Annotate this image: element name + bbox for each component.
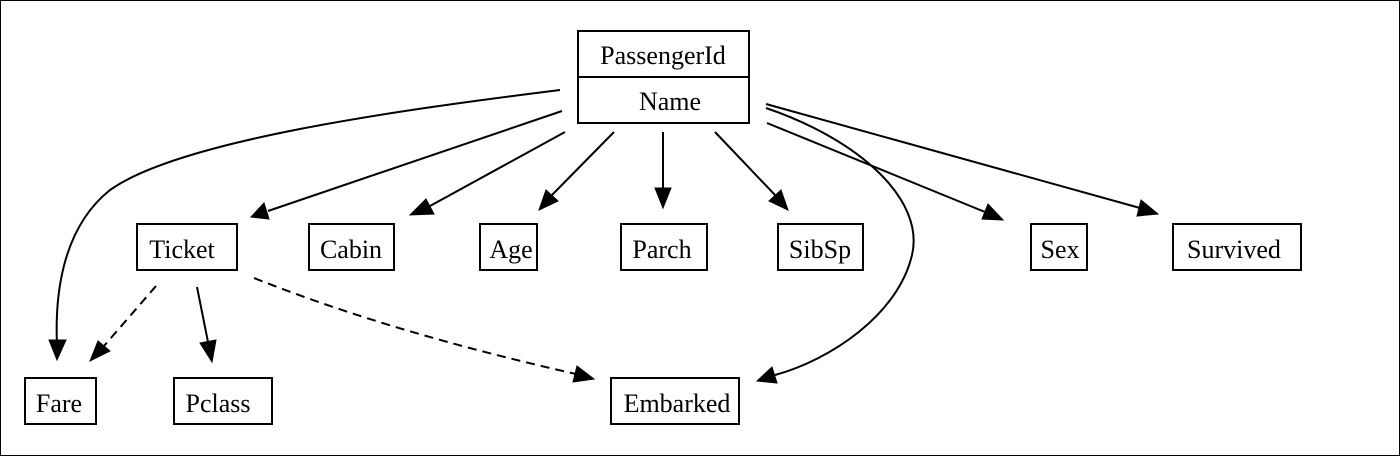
node-ticket-label: Ticket: [149, 235, 215, 264]
node-sex-label: Sex: [1041, 235, 1080, 264]
node-cabin-label: Cabin: [320, 235, 382, 264]
node-parch: Parch: [620, 223, 708, 271]
arrowhead-ticket: [249, 202, 270, 220]
node-ticket: Ticket: [136, 223, 238, 271]
edge-ticket-to-fare: [103, 285, 157, 347]
edge-key-to-fare: [55, 89, 561, 346]
node-embarked-label: Embarked: [624, 389, 731, 418]
node-parch-label: Parch: [632, 235, 691, 264]
arrowhead-age: [538, 189, 559, 211]
node-sex: Sex: [1030, 223, 1088, 271]
arrowhead-survived: [1136, 199, 1160, 217]
arrowhead-embarked-solid: [755, 366, 778, 384]
node-fare: Fare: [24, 377, 97, 425]
node-age-label: Age: [489, 235, 532, 264]
node-survived-label: Survived: [1187, 235, 1281, 264]
node-pclass: Pclass: [173, 377, 273, 425]
key-node-bottom-label: Name: [639, 87, 701, 116]
arrowhead-fare-dashed: [89, 340, 111, 363]
node-sibsp-label: SibSp: [789, 235, 851, 264]
node-embarked: Embarked: [610, 377, 740, 425]
edge-key-to-ticket: [267, 110, 563, 212]
key-node-passengerid-name: PassengerId Name: [577, 30, 750, 124]
arrowhead-sex: [981, 203, 1005, 221]
edges: [48, 89, 1160, 384]
node-age: Age: [479, 223, 538, 271]
arrowhead-parch: [654, 187, 672, 210]
edge-key-to-age: [551, 131, 615, 196]
node-pclass-label: Pclass: [186, 389, 251, 418]
node-sibsp: SibSp: [777, 223, 864, 271]
node-survived: Survived: [1172, 223, 1302, 271]
node-cabin: Cabin: [308, 223, 395, 271]
arrowhead-cabin: [408, 198, 435, 216]
edge-key-to-survived: [765, 103, 1141, 209]
arrowhead-embarked-dashed: [572, 365, 596, 383]
node-fare-label: Fare: [36, 389, 82, 418]
arrowhead-sibsp: [768, 189, 789, 211]
edge-ticket-to-embarked: [253, 277, 577, 375]
arrowhead-pclass: [199, 339, 217, 364]
edge-key-to-embarked: [765, 107, 915, 376]
key-node-top-label: PassengerId: [600, 41, 726, 70]
arrowhead-fare: [48, 339, 67, 362]
edge-key-to-sibsp: [714, 131, 776, 196]
edge-ticket-to-pclass: [196, 286, 209, 343]
edge-key-to-cabin: [429, 131, 566, 207]
edge-key-to-sex: [766, 122, 986, 213]
